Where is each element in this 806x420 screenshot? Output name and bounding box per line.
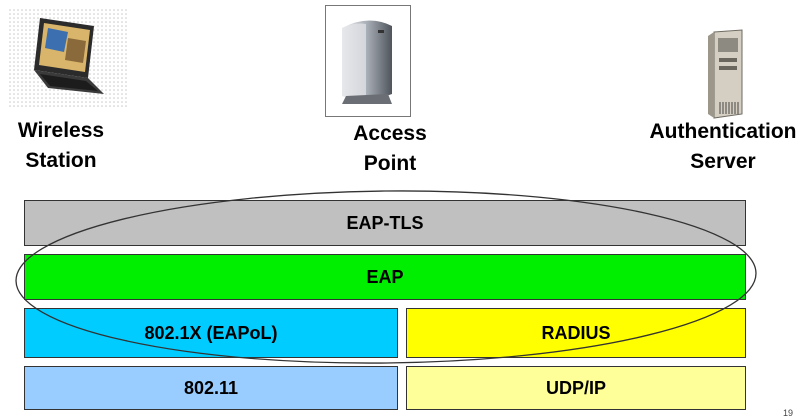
access-point-label: Access Point — [330, 119, 450, 179]
layer-radius-label: RADIUS — [541, 322, 611, 343]
access-point-icon — [325, 5, 411, 117]
layer-eap-label: EAP — [366, 266, 404, 287]
layer-802-11: 802.11 — [24, 366, 398, 410]
layer-eap-tls-label: EAP-TLS — [346, 212, 424, 233]
wireless-station-label-line1: Wireless — [17, 119, 105, 142]
page-number: 19 — [783, 408, 794, 418]
layer-802-1x-label: 802.1X (EAPoL) — [144, 322, 278, 343]
wireless-station-label-line2: Station — [25, 149, 97, 172]
server-icon — [704, 28, 748, 120]
layer-udp-ip-label: UDP/IP — [545, 377, 606, 398]
authentication-server-label: Authentication Server — [640, 117, 806, 177]
laptop-icon — [8, 8, 128, 108]
access-point-label-line1: Access — [353, 122, 427, 145]
layer-802-11-label: 802.11 — [183, 377, 239, 398]
layer-radius: RADIUS — [406, 308, 746, 358]
layer-eap: EAP — [24, 254, 746, 300]
layer-udp-ip: UDP/IP — [406, 366, 746, 410]
access-point-label-line2: Point — [363, 152, 417, 175]
wireless-station-label: Wireless Station — [8, 116, 114, 176]
authentication-server-label-line1: Authentication — [649, 120, 797, 143]
authentication-server-label-line2: Server — [690, 150, 756, 173]
layer-802-1x: 802.1X (EAPoL) — [24, 308, 398, 358]
layer-eap-tls: EAP-TLS — [24, 200, 746, 246]
